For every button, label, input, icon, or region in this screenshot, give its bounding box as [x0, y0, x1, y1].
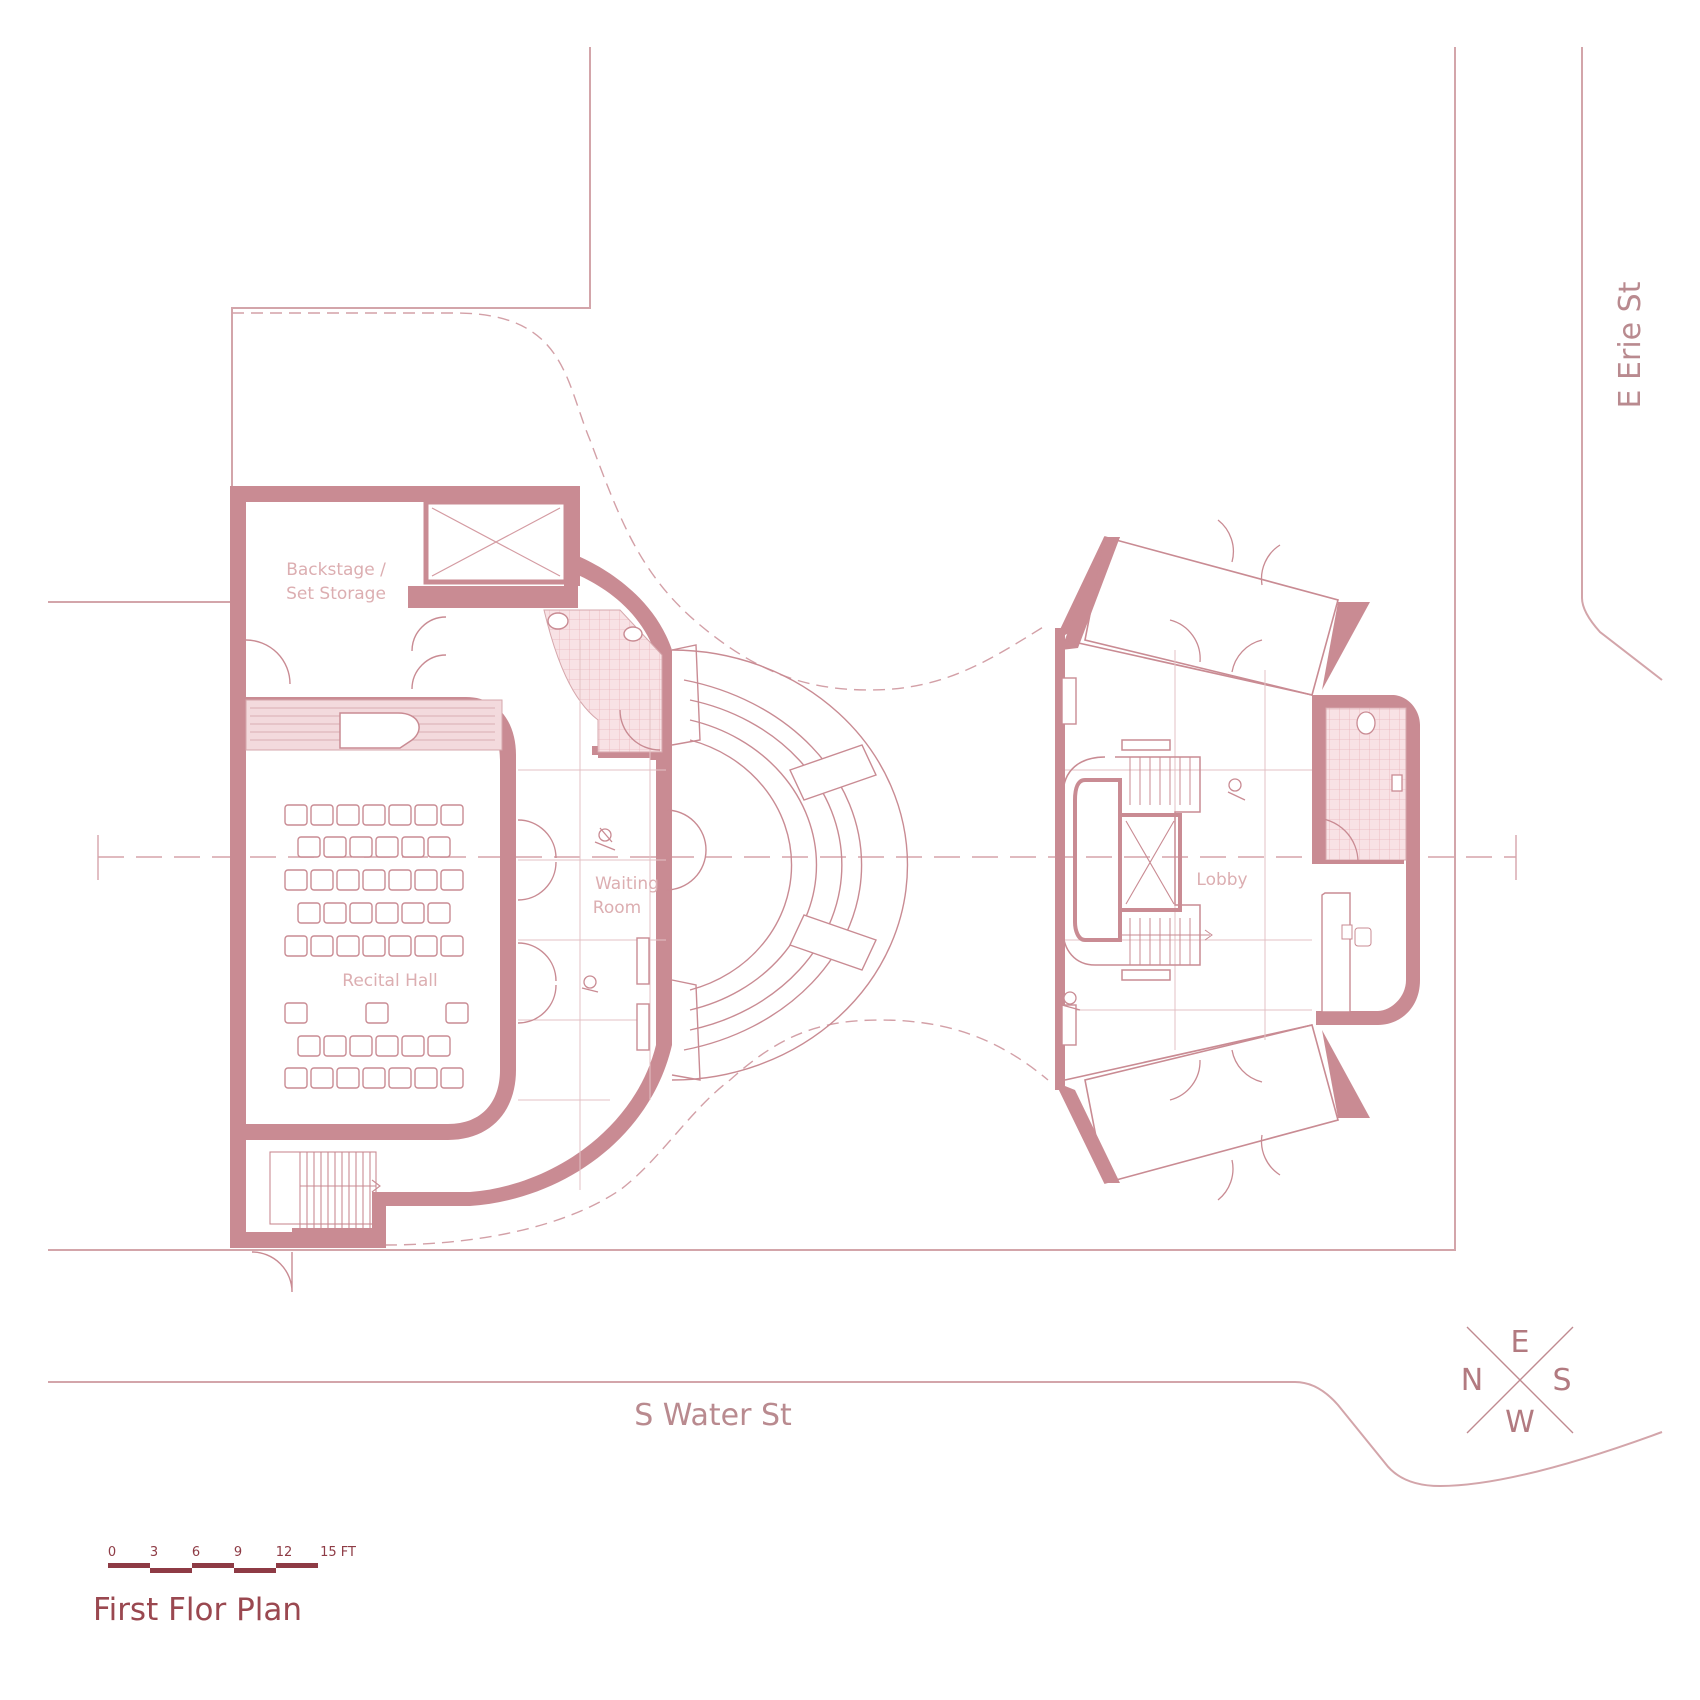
scale-tick-9: 9	[234, 1545, 242, 1560]
plan-title: First Flor Plan	[93, 1592, 302, 1628]
scale-tick-12: 12	[276, 1545, 293, 1560]
scale-tick-3: 3	[150, 1545, 158, 1560]
label-lobby: Lobby	[1196, 870, 1247, 890]
amphitheater-steps	[671, 644, 909, 1081]
lobby-building	[1055, 519, 1420, 1201]
compass-s: S	[1552, 1363, 1571, 1398]
scale-tick-15: 15 FT	[320, 1545, 356, 1560]
scale-bar: 0 3 6 9 12 15 FT	[108, 1545, 356, 1573]
label-waiting-line2: Room	[593, 898, 641, 918]
label-recital-hall: Recital Hall	[342, 971, 437, 991]
scale-tick-0: 0	[108, 1545, 116, 1560]
doors-left	[245, 616, 707, 1293]
compass-icon: E N S W	[1461, 1325, 1574, 1440]
recital-seats	[284, 804, 469, 1089]
compass-w: W	[1505, 1405, 1535, 1440]
label-backstage-line1: Backstage /	[286, 560, 386, 580]
recital-building	[230, 486, 707, 1293]
label-waiting-line1: Waiting	[595, 874, 659, 894]
plaza-outline	[232, 312, 1049, 1246]
scale-tick-6: 6	[192, 1545, 200, 1560]
compass-e: E	[1511, 1325, 1530, 1360]
site-lines	[48, 47, 1663, 1488]
street-s-water: S Water St	[634, 1398, 792, 1433]
compass-n: N	[1461, 1363, 1483, 1398]
street-e-erie: E Erie St	[1613, 281, 1648, 408]
label-backstage-line2: Set Storage	[286, 584, 386, 604]
